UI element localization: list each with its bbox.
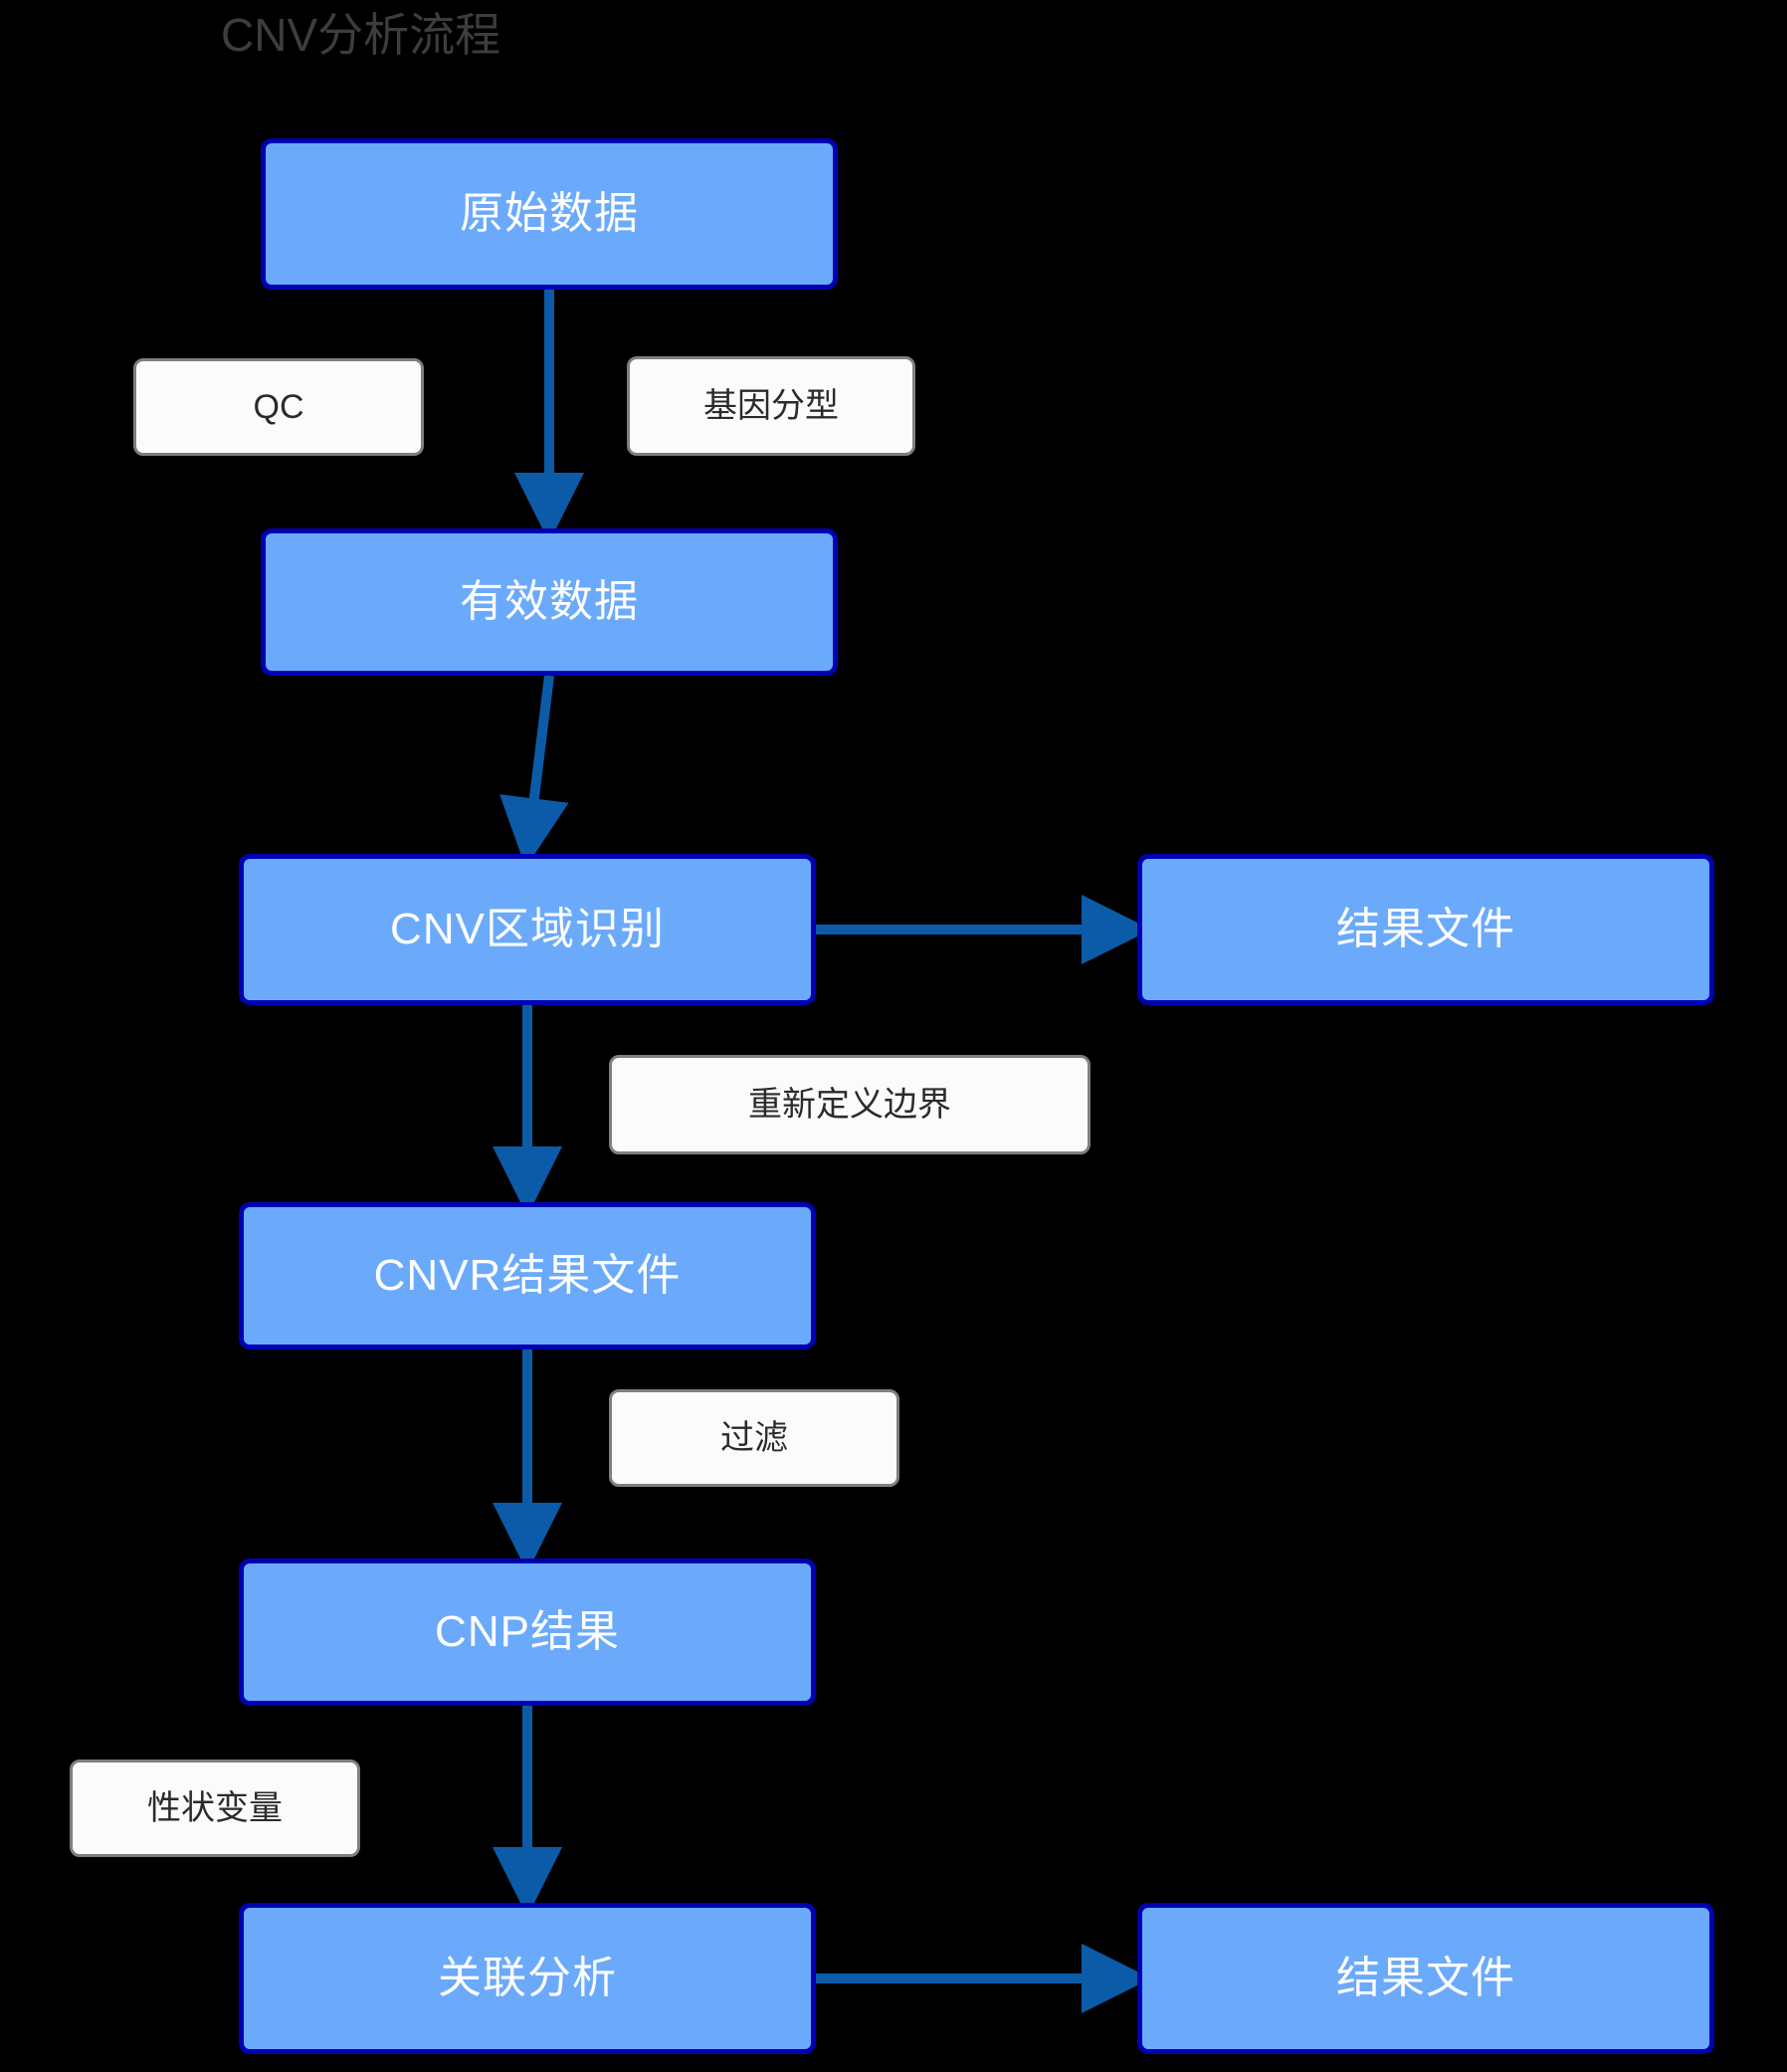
node-label: 关联分析 <box>438 1954 617 2002</box>
node-cnvr[interactable]: CNVR结果文件 <box>239 1202 816 1349</box>
node-cnp[interactable]: CNP结果 <box>239 1558 816 1706</box>
edge-label-text: QC <box>253 388 304 426</box>
edge-label-text: 性状变量 <box>147 1789 283 1827</box>
edge-label-text: 重新定义边界 <box>748 1086 951 1124</box>
edge-label-filter[interactable]: 过滤 <box>609 1389 899 1487</box>
node-label: 有效数据 <box>460 577 639 626</box>
node-label: CNV区域识别 <box>390 905 665 953</box>
arrow-valid-to-cnvregion <box>499 675 569 868</box>
node-raw[interactable]: 原始数据 <box>261 138 838 290</box>
node-cnvregion[interactable]: CNV区域识别 <box>239 854 816 1005</box>
node-label: 结果文件 <box>1336 905 1515 953</box>
node-label: 原始数据 <box>460 189 639 238</box>
edge-label-trait[interactable]: 性状变量 <box>70 1760 360 1857</box>
node-label: 结果文件 <box>1336 1954 1515 2002</box>
edge-label-text: 过滤 <box>720 1419 788 1457</box>
node-result1[interactable]: 结果文件 <box>1137 854 1714 1005</box>
edge-label-genotyping[interactable]: 基因分型 <box>627 356 915 456</box>
edge-label-text: 基因分型 <box>703 387 839 425</box>
node-label: CNVR结果文件 <box>373 1251 682 1300</box>
edge-label-qc[interactable]: QC <box>133 358 424 456</box>
node-label: CNP结果 <box>435 1607 620 1656</box>
node-valid[interactable]: 有效数据 <box>261 528 838 676</box>
edge-label-redefine[interactable]: 重新定义边界 <box>609 1055 1091 1154</box>
node-result2[interactable]: 结果文件 <box>1137 1903 1714 2054</box>
diagram-title: CNV分析流程 <box>221 9 501 61</box>
node-assoc[interactable]: 关联分析 <box>239 1903 816 2054</box>
